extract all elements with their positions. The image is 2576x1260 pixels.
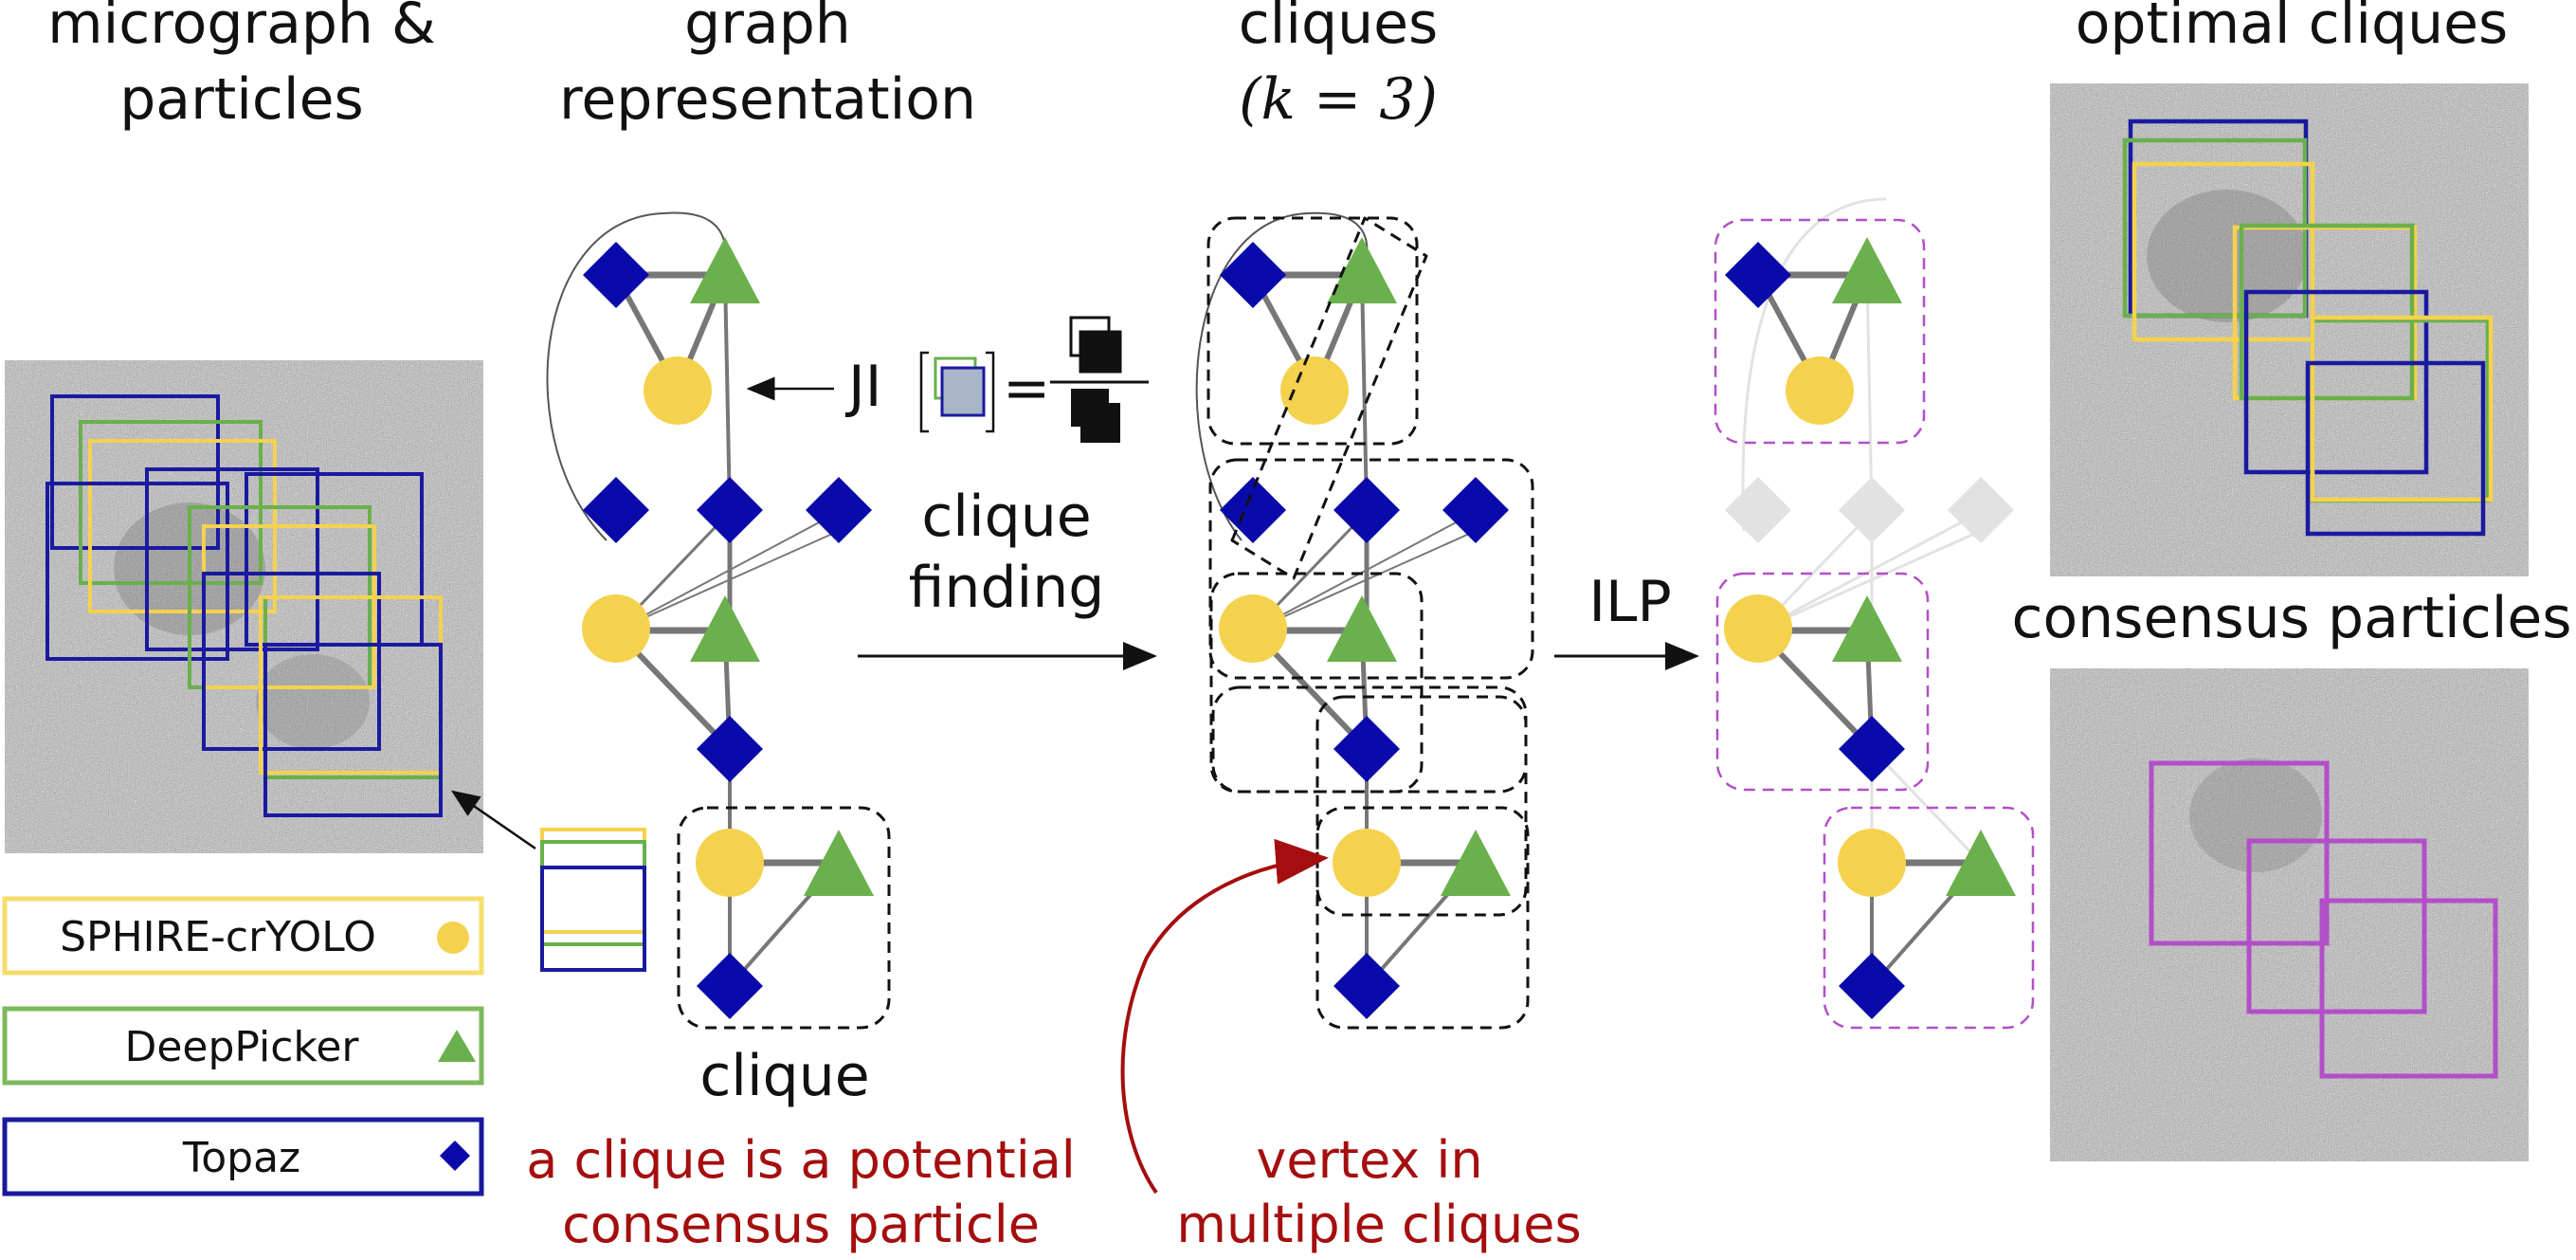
legend-item-crYOLO: SPHIRE-crYOLO [2,896,484,976]
ilp-label: ILP [1588,569,1671,635]
title-cliques-line1: cliques [1239,0,1439,57]
consensus-particles-panel [2050,668,2529,1161]
ilp-result-graph [1714,197,2035,1030]
title-cliques-line2: (k = 3) [1239,66,1438,133]
legend-item-topaz: Topaz [2,1117,484,1196]
note-vertex-line2: multiple cliques [1176,1195,1581,1254]
title-optimal-cliques: optimal cliques [2076,0,2509,57]
legend-label-deeppicker: DeepPicker [124,1023,359,1071]
legend-item-deeppicker: DeepPicker [2,1006,484,1086]
arrow-icon [1120,838,1329,1195]
legend-label-topaz: Topaz [182,1134,300,1182]
note-clique-line2: consensus particle [562,1195,1040,1254]
arrow-icon [450,790,536,850]
title-graph-line2: representation [559,66,976,133]
sample-boxes [450,790,646,972]
circle-node-icon [437,922,469,954]
legend-label-crYOLO: SPHIRE-crYOLO [60,913,376,961]
legend: SPHIRE-crYOLO DeepPicker Topaz [2,896,484,1196]
ji-annotation: JI = [746,316,1149,443]
triangle-node-icon [438,1030,476,1062]
title-micrograph-line2: particles [119,66,364,133]
clique-finding-line2: finding [909,555,1105,621]
note-clique-line1: a clique is a potential [526,1130,1076,1190]
cliques-graph [1195,211,1534,1030]
title-consensus-particles: consensus particles [2011,585,2571,651]
ji-label: JI [844,354,881,420]
diamond-node-icon [440,1141,470,1171]
title-micrograph-line1: micrograph & [47,0,436,57]
micrograph-panel [5,360,483,853]
graph-representation [546,211,891,1030]
optimal-cliques-panel [2050,83,2529,576]
equals-sign: = [1003,356,1050,422]
clique-finding-line1: clique [921,484,1091,550]
clique-label: clique [699,1043,869,1109]
title-graph-line1: graph [684,0,851,57]
note-vertex-line1: vertex in [1256,1130,1482,1190]
